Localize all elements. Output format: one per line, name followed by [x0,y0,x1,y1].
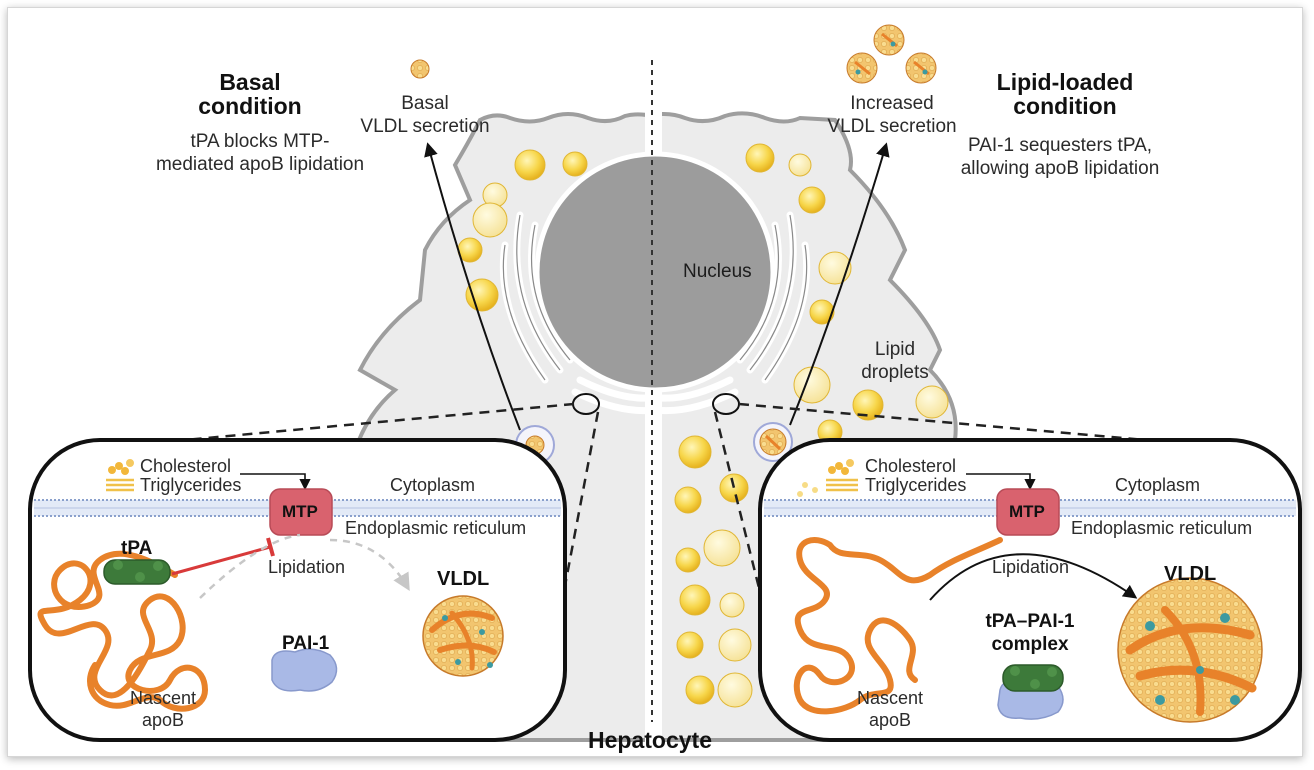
er-label-left: Endoplasmic reticulum [345,518,527,538]
zoom-callout-lines [184,402,1146,613]
cytoplasm-label-right: Cytoplasm [1115,475,1201,495]
cholesterol-label-left: Cholesterol [140,456,232,476]
mtp-label-right: MTP [1009,502,1045,521]
vldl-particle-basal [410,59,430,79]
apob-label-right: Nascent apoB [845,687,935,731]
complex-label-line1: tPA–PAI-1 [985,611,1075,632]
pai1-protein [271,648,338,692]
lipid-droplets-right [674,143,949,708]
vldl-label-left: VLDL [437,568,490,590]
nucleus-label: Nucleus [683,261,752,282]
right-description: PAI-1 sequesters tPA, allowing apoB lipi… [945,134,1175,180]
basal-secretion-line2: VLDL secretion [360,116,490,137]
right-heading: Lipid-loaded condition [975,70,1155,118]
left-description: tPA blocks MTP- mediated apoB lipidation [150,130,370,176]
inset-right [758,438,1302,742]
right-heading-line1: Lipid-loaded [996,69,1134,95]
complex-label-line2: complex [991,634,1069,655]
left-heading: Basal condition [185,70,315,118]
pai1-label: PAI-1 [282,633,330,654]
nascent-apob-left [37,550,208,712]
nascent-apob-right [793,537,1003,715]
tpa-pai1-complex [997,664,1064,720]
vldl-particle-left [422,595,504,677]
triglycerides-label-right: Triglycerides [865,475,967,495]
triglycerides-icon-right [826,478,858,492]
triglycerides-icon [106,478,134,492]
complex-label: tPA–PAI-1 complex [960,610,1100,656]
secretion-arrow-right [789,142,890,426]
tpa-protein-left [103,559,171,585]
vldl-label-right: VLDL [1164,563,1217,585]
lipid-droplets-line1: Lipid [874,339,916,360]
apob-label-left: Nascent apoB [118,687,208,731]
basal-secretion-line1: Basal [401,93,449,114]
lipid-droplets-label: Lipid droplets [855,338,935,384]
right-heading-line2: condition [1013,93,1117,119]
right-description-line2: allowing apoB lipidation [960,158,1160,179]
increased-secretion-line1: Increased [850,93,934,114]
er-outlines [502,214,808,381]
apob-right-line2: apoB [868,710,912,730]
inset-left [28,438,567,742]
increased-secretion-line2: VLDL secretion [827,116,957,137]
vldl-particles-increased [846,24,937,84]
left-description-line1: tPA blocks MTP- [190,131,330,152]
mtp-protein-right [996,488,1060,536]
mtp-label-left: MTP [282,502,318,521]
cholesterol-icon-right [797,459,854,497]
mtp-protein-left [269,488,333,536]
tpa-label: tPA [121,538,153,559]
inhibition-line [171,545,271,576]
apob-right-line1: Nascent [856,688,924,708]
triglycerides-label-left: Triglycerides [140,475,242,495]
lipidation-label-right: Lipidation [992,557,1070,577]
right-description-line1: PAI-1 sequesters tPA, [967,135,1153,156]
cholesterol-icon [108,459,134,475]
left-description-line2: mediated apoB lipidation [155,154,365,175]
lipidation-arrow-right [929,553,1138,601]
apob-left-line2: apoB [141,710,185,730]
er-label-right: Endoplasmic reticulum [1071,518,1253,538]
left-heading-line1: Basal [219,69,281,95]
cholesterol-label-right: Cholesterol [865,456,957,476]
basal-secretion-label: Basal VLDL secretion [350,92,500,138]
lipid-droplets-line2: droplets [861,362,929,383]
left-heading-line2: condition [198,93,302,119]
hepatocyte-label: Hepatocyte [588,727,712,753]
increased-secretion-label: Increased VLDL secretion [812,92,972,138]
cytoplasm-label-left: Cytoplasm [390,475,476,495]
apob-left-line1: Nascent [129,688,197,708]
vldl-particle-right [1117,577,1263,723]
nucleus-shape [534,151,776,393]
secretion-arrow-left [424,142,521,431]
lipidation-label-left: Lipidation [268,557,346,577]
